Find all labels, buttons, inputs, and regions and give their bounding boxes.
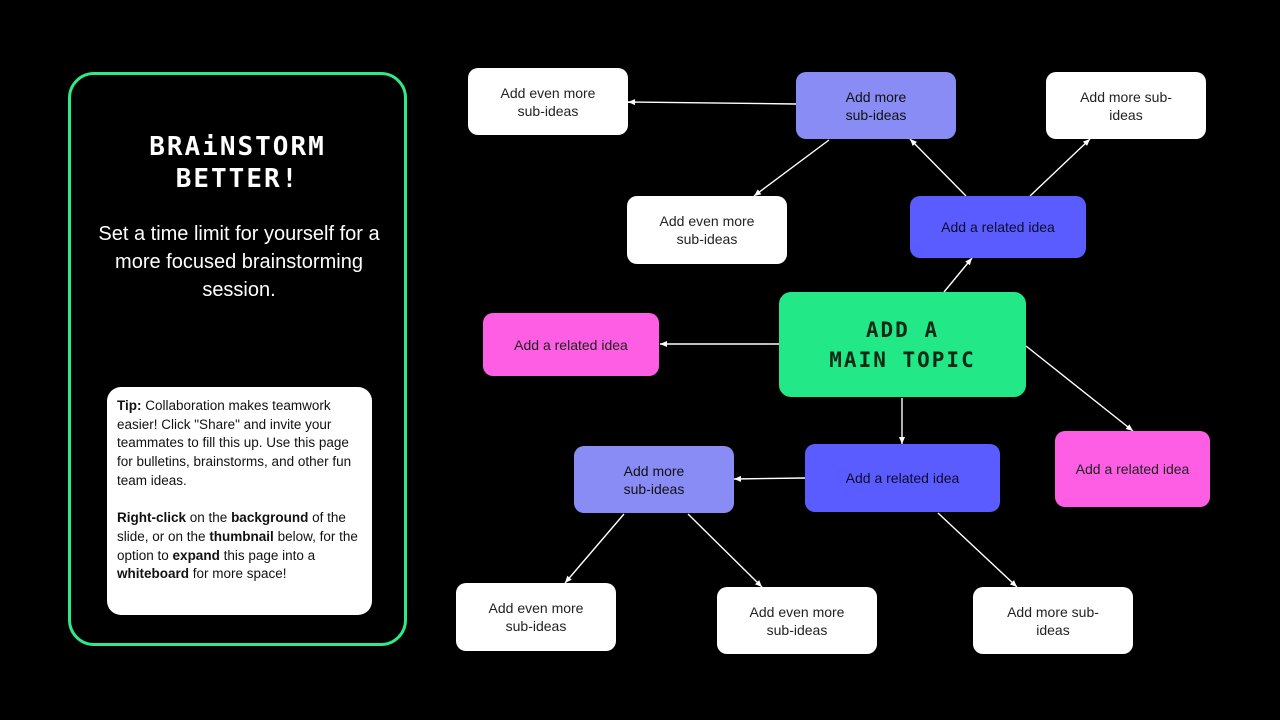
leaf-bottom-mid-node[interactable]: Add even more sub-ideas xyxy=(717,587,877,654)
tip-text: on the xyxy=(186,510,232,526)
tip-text: below, for the option to xyxy=(117,528,358,563)
link-main-to-related-right xyxy=(1025,345,1134,432)
link-related-bottom-to-leaf-bottom-right xyxy=(937,512,1018,588)
panel-title: BRAiNSTORM BETTER! xyxy=(149,132,326,194)
tip-bold-text: background xyxy=(231,510,309,526)
tip-text: for more space! xyxy=(189,566,287,582)
leaf-bottom-left-node[interactable]: Add even more sub-ideas xyxy=(456,583,616,651)
tip-text: Collaboration makes teamwork easier! Cli… xyxy=(117,398,352,488)
sub-ideas-bottom-node[interactable]: Add more sub-ideas xyxy=(574,446,734,513)
tip-card: Tip: Collaboration makes teamwork easier… xyxy=(107,387,372,615)
link-main-to-related-top xyxy=(943,257,973,293)
tip-bold-text: whiteboard xyxy=(117,566,190,582)
leaf-top-right-node[interactable]: Add more sub- ideas xyxy=(1046,72,1206,139)
link-sub-bottom-to-leaf-bottom-left xyxy=(564,513,625,584)
leaf-bottom-right-node[interactable]: Add more sub- ideas xyxy=(973,587,1133,654)
tip-bold-text: thumbnail xyxy=(209,528,274,544)
link-related-top-to-leaf-top-right xyxy=(1029,138,1091,197)
tip-bold-text: Tip: xyxy=(117,398,142,413)
link-related-bottom-to-sub-bottom xyxy=(733,475,806,482)
leaf-top-mid-node[interactable]: Add even more sub-ideas xyxy=(627,196,787,264)
related-idea-bottom-node[interactable]: Add a related idea xyxy=(805,444,1000,512)
tip-paragraph-1: Tip: Collaboration makes teamwork easier… xyxy=(117,397,362,491)
tip-paragraph-2: Right-click on the background of the sli… xyxy=(117,509,362,584)
link-related-top-to-sub-top xyxy=(909,138,967,197)
related-idea-left-node[interactable]: Add a related idea xyxy=(483,313,659,376)
link-sub-top-to-leaf-top-left xyxy=(627,99,797,106)
tip-text: this page into a xyxy=(219,547,316,563)
leaf-top-left-node[interactable]: Add even more sub-ideas xyxy=(468,68,628,135)
related-idea-top-node[interactable]: Add a related idea xyxy=(910,196,1086,258)
related-idea-right-node[interactable]: Add a related idea xyxy=(1055,431,1210,507)
panel-subtitle: Set a time limit for yourself for a more… xyxy=(98,223,380,301)
sub-ideas-top-node[interactable]: Add more sub-ideas xyxy=(796,72,956,139)
link-sub-top-to-leaf-top-mid xyxy=(753,139,830,197)
tip-text: of the slide, or on the xyxy=(117,510,346,544)
link-sub-bottom-to-leaf-bottom-mid xyxy=(687,513,763,588)
info-panel: BRAiNSTORM BETTER! Set a time limit for … xyxy=(68,72,407,646)
main-topic-node[interactable]: ADD A MAIN TOPIC xyxy=(779,292,1026,397)
tip-bold-text: Right-click xyxy=(117,510,187,526)
tip-bold-text: expand xyxy=(172,547,220,563)
